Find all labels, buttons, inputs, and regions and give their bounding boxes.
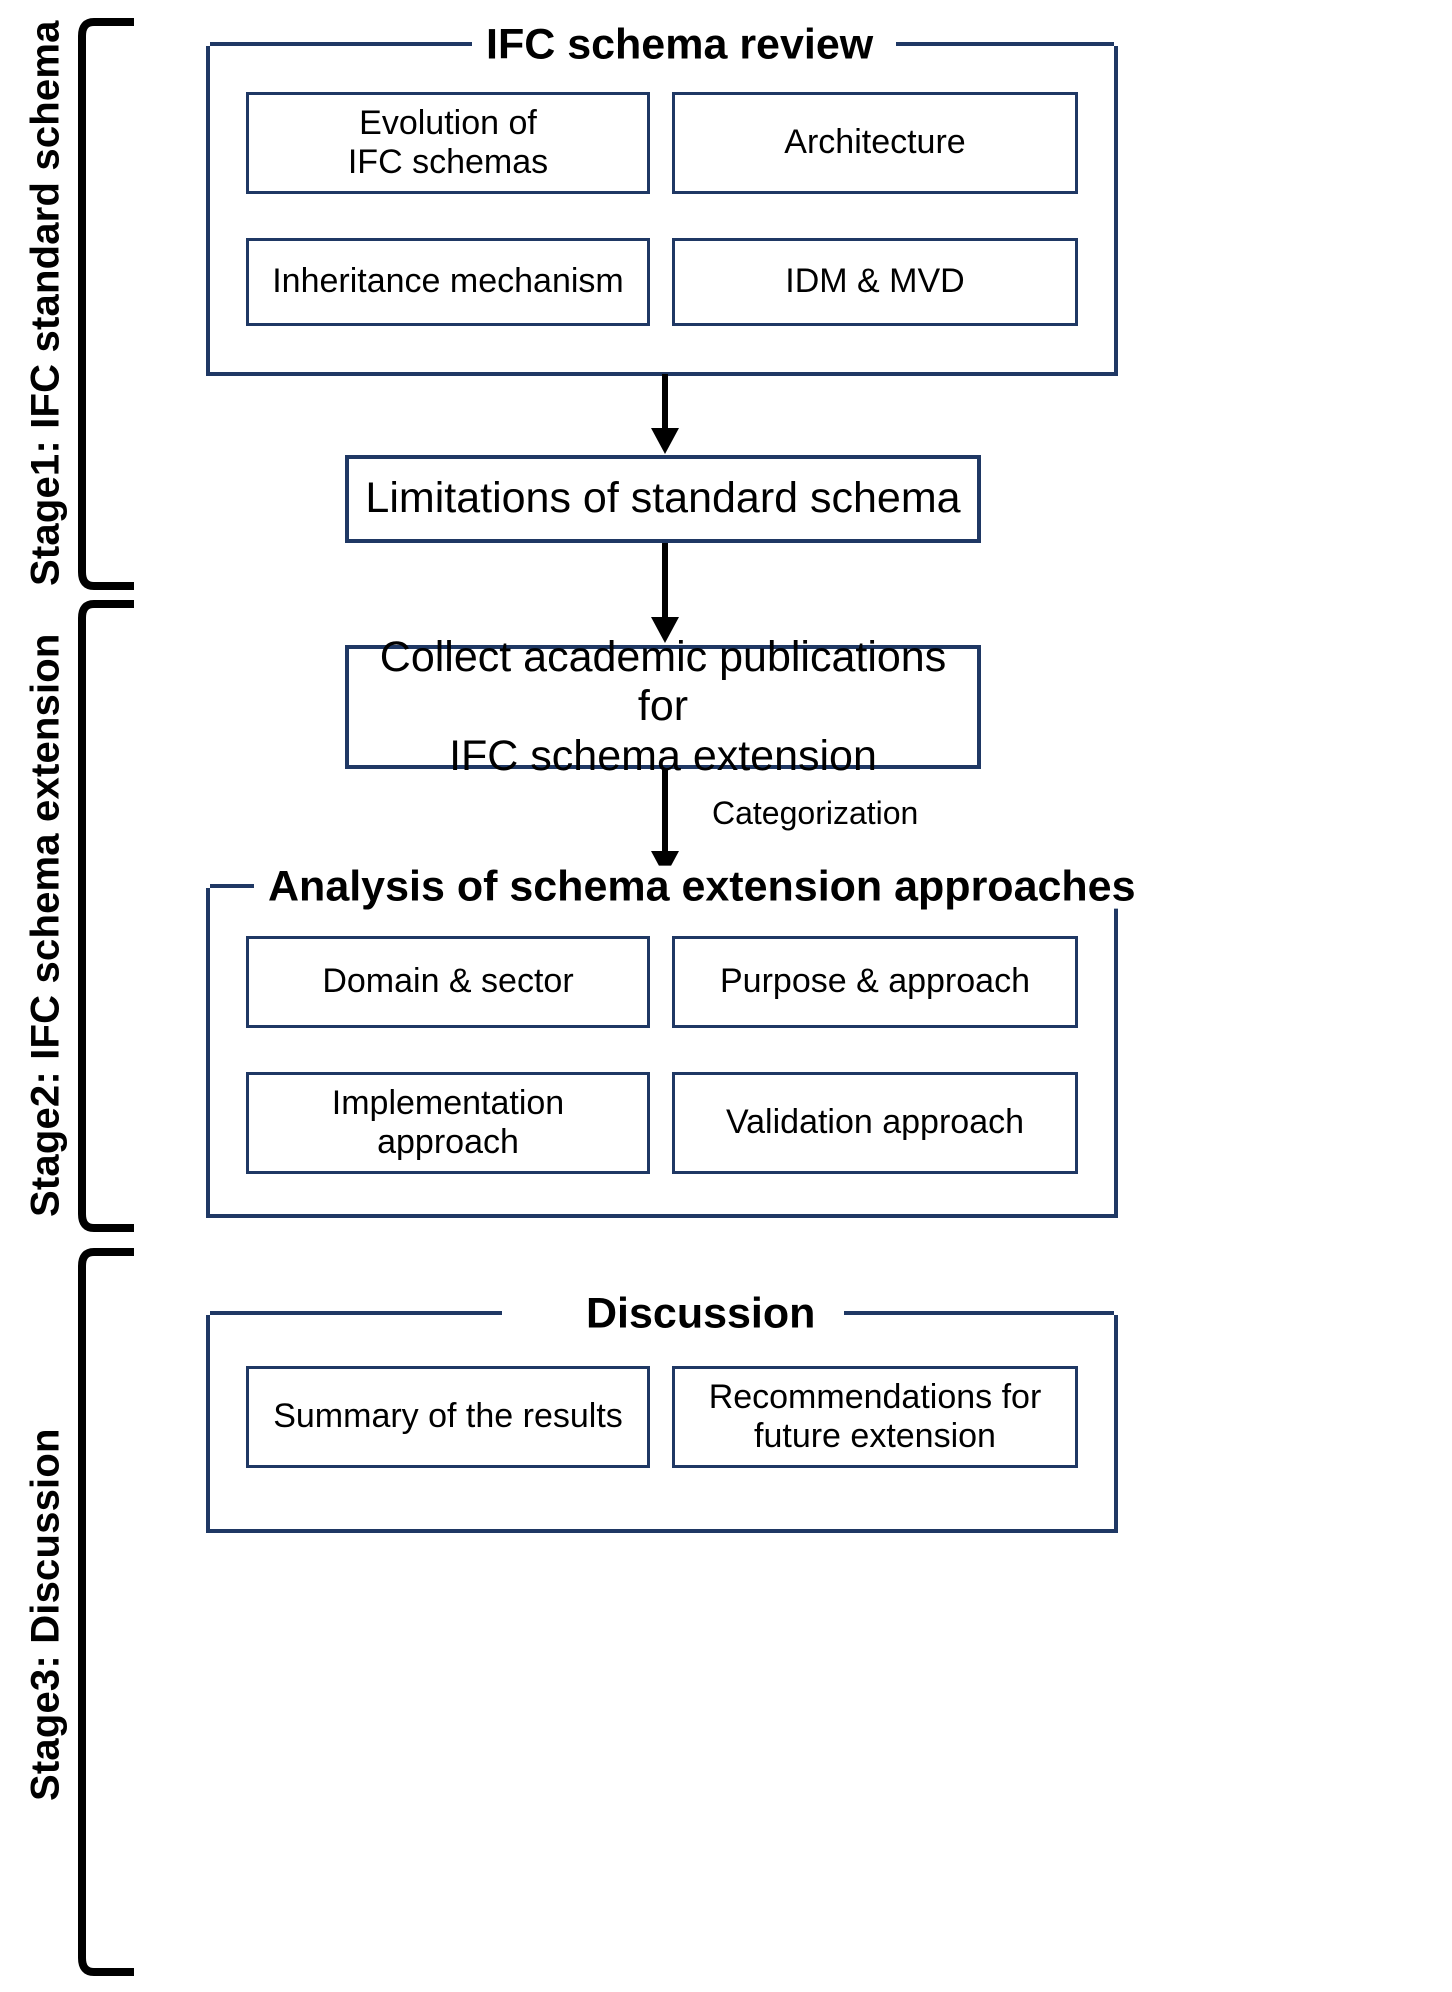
- box-purpose-and-approach[interactable]: Purpose & approach: [672, 936, 1078, 1028]
- stage-label-stage3: Stage3: Discussion: [23, 1428, 68, 1802]
- box-limitations-of-standard-schema[interactable]: Limitations of standard schema: [345, 455, 981, 543]
- box-idm-and-mvd[interactable]: IDM & MVD: [672, 238, 1078, 326]
- box-label-line1: Implementation: [331, 1083, 565, 1122]
- box-validation-approach[interactable]: Validation approach: [672, 1072, 1078, 1174]
- arrow-collect-to-analysis: [645, 769, 685, 881]
- stage-label-stage2: Stage2: IFC schema extension: [23, 633, 68, 1217]
- group-top-border: [210, 42, 1114, 46]
- box-label: Recommendations for future extension: [709, 1378, 1042, 1456]
- box-domain-and-sector[interactable]: Domain & sector: [246, 936, 650, 1028]
- box-label-line2: future extension: [754, 1417, 996, 1455]
- box-label: Implementation approach: [332, 1084, 564, 1162]
- group-discussion: [206, 1311, 1118, 1533]
- box-summary-of-the-results[interactable]: Summary of the results: [246, 1366, 650, 1468]
- box-label-line1: Recommendations for: [708, 1377, 1042, 1416]
- stage-bracket-stage1: [68, 18, 138, 590]
- group-title-discussion: Discussion: [572, 1292, 830, 1336]
- box-inheritance-mechanism[interactable]: Inheritance mechanism: [246, 238, 650, 326]
- box-collect-academic-publications[interactable]: Collect academic publications for IFC sc…: [345, 633, 981, 780]
- arrow-limitations-to-collect: [645, 543, 685, 647]
- group-title-ifc-schema-review: IFC schema review: [472, 23, 888, 67]
- box-label-line1: Collect academic publications for: [379, 632, 947, 731]
- box-implementation-approach[interactable]: Implementation approach: [246, 1072, 650, 1174]
- box-recommendations-for-future-extension[interactable]: Recommendations for future extension: [672, 1366, 1078, 1468]
- stage-bracket-stage2: [68, 600, 138, 1232]
- stage-bracket-stage3: [68, 1248, 138, 1976]
- arrow-review-to-limitations: [645, 374, 685, 458]
- group-title-analysis-of-schema-extension-approaches: Analysis of schema extension approaches: [254, 865, 1150, 909]
- box-evolution-of-ifc-schemas[interactable]: Evolution of IFC schemas: [246, 92, 650, 194]
- box-label-line1: Evolution of: [359, 103, 537, 142]
- box-label-line2: approach: [377, 1123, 519, 1161]
- box-label: Evolution of IFC schemas: [348, 104, 548, 182]
- box-label-line2: IFC schemas: [347, 143, 549, 181]
- group-top-border: [210, 1311, 1114, 1315]
- edge-label-categorization: Categorization: [712, 795, 919, 831]
- stage-label-stage1: Stage1: IFC standard schema: [23, 20, 68, 586]
- box-architecture[interactable]: Architecture: [672, 92, 1078, 194]
- box-label: Collect academic publications for IFC sc…: [357, 633, 969, 781]
